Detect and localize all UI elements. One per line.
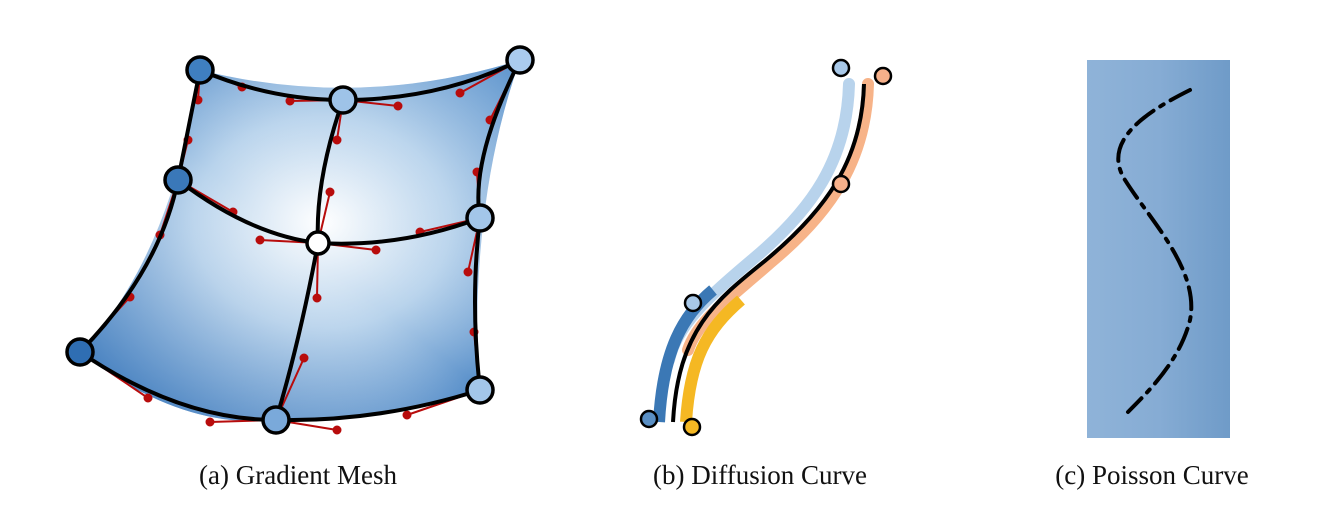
diffusion-control-points (639, 58, 893, 437)
mesh-vertex (163, 165, 193, 195)
diffusion-point (831, 174, 851, 194)
mesh-vertices (65, 45, 535, 435)
diffusion-point (683, 293, 703, 313)
mesh-vertex (465, 203, 495, 233)
mesh-vertex (505, 45, 535, 75)
mesh-vertex (328, 85, 358, 115)
diffusion-right-band-yellow (680, 295, 745, 423)
diffusion-point (682, 417, 702, 437)
caption-diffusion-curve: (b) Diffusion Curve (653, 460, 867, 490)
diffusion-left-band-light (663, 78, 855, 366)
diffusion-curve-panel (639, 58, 893, 437)
caption-poisson-curve: (c) Poisson Curve (1055, 460, 1249, 490)
diffusion-point (639, 409, 659, 429)
poisson-curve-panel (1087, 60, 1230, 438)
mesh-vertex (261, 405, 291, 435)
poisson-background (1087, 60, 1230, 438)
diffusion-point (831, 58, 851, 78)
gradient-mesh-panel (65, 45, 535, 435)
diffusion-point (873, 66, 893, 86)
caption-gradient-mesh: (a) Gradient Mesh (199, 460, 397, 490)
diffusion-curve-line (671, 83, 866, 423)
poisson-curve-line (1116, 88, 1194, 414)
diffusion-left-band-dark (653, 285, 717, 423)
mesh-vertex (465, 375, 495, 405)
mesh-vertex (185, 55, 215, 85)
diffusion-right-band-orange (682, 78, 874, 356)
mesh-vertex (305, 230, 331, 256)
mesh-vertex (65, 337, 95, 367)
